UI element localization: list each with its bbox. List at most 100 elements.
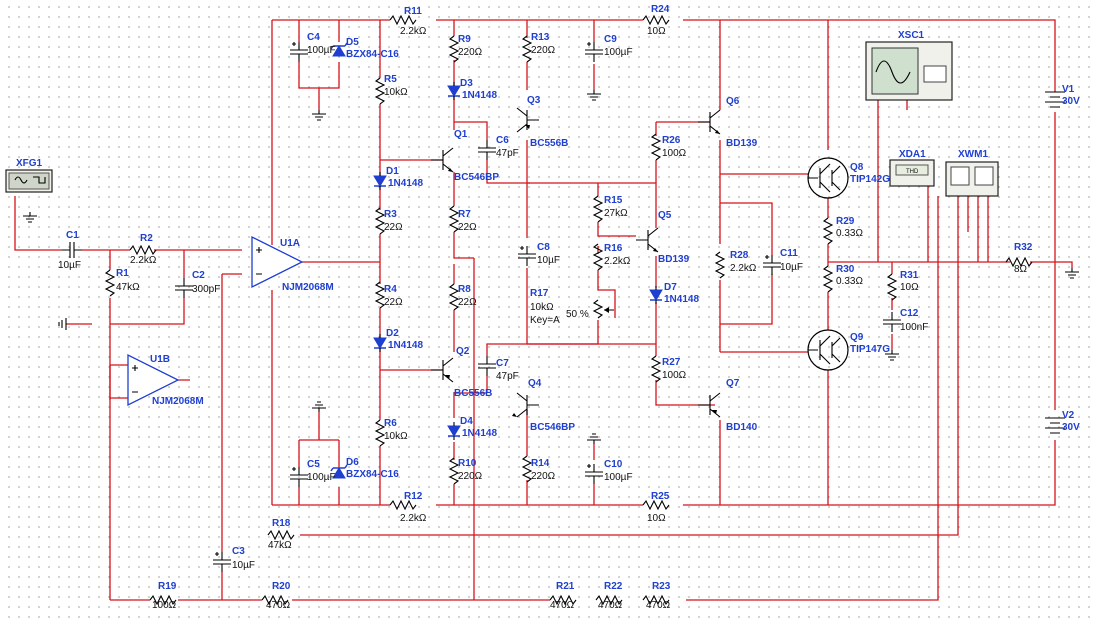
- c12-capacitor[interactable]: [883, 312, 901, 332]
- r16-ref-label: R16: [604, 243, 623, 254]
- q1-value-label: BC546BP: [454, 172, 499, 183]
- r6-resistor[interactable]: [374, 419, 386, 447]
- r24-resistor[interactable]: [642, 14, 670, 26]
- r17-value-label: 10kΩ: [530, 302, 554, 313]
- q9-darlington[interactable]: [807, 329, 849, 371]
- xfg1-function-generator[interactable]: [5, 169, 53, 193]
- c6-value-label: 47pF: [496, 148, 519, 159]
- u1a-opamp[interactable]: [251, 235, 304, 289]
- r30-resistor[interactable]: [822, 265, 834, 293]
- r25-resistor[interactable]: [642, 499, 670, 511]
- d6-ref-label: D6: [346, 457, 359, 468]
- r15-value-label: 27kΩ: [604, 208, 628, 219]
- u1b-opamp[interactable]: [127, 353, 180, 407]
- q5-value-label: BD139: [658, 254, 690, 265]
- r31-resistor[interactable]: [886, 273, 898, 301]
- c9-capacitor[interactable]: [585, 42, 603, 62]
- c3-capacitor[interactable]: [213, 552, 231, 572]
- v2-battery[interactable]: [1045, 417, 1065, 434]
- r8-resistor[interactable]: [448, 283, 460, 311]
- c10-ref-label: C10: [604, 459, 623, 470]
- r3-resistor[interactable]: [374, 207, 386, 235]
- r20-resistor[interactable]: [261, 594, 289, 606]
- r19-ref-label: R19: [158, 581, 177, 592]
- r26-resistor[interactable]: [650, 133, 662, 161]
- c12-ref-label: C12: [900, 308, 919, 319]
- u1b-ref-label: U1B: [150, 354, 170, 365]
- r28-resistor[interactable]: [714, 251, 726, 279]
- d2-diode[interactable]: [373, 334, 387, 352]
- r12-resistor[interactable]: [389, 499, 417, 511]
- xfg1-ground: [23, 212, 37, 223]
- q3-ref-label: Q3: [527, 95, 541, 106]
- xda1-distortion-analyzer[interactable]: [889, 159, 935, 187]
- r19-resistor[interactable]: [149, 594, 177, 606]
- q1-transistor[interactable]: [431, 147, 454, 173]
- q9-value-label: TIP147G: [850, 344, 890, 355]
- d1-diode[interactable]: [373, 172, 387, 190]
- r6-value-label: 10kΩ: [384, 431, 408, 442]
- c9-ref-label: C9: [604, 34, 617, 45]
- r11-resistor[interactable]: [389, 14, 417, 26]
- r17-potentiometer[interactable]: [592, 299, 614, 319]
- c5-capacitor[interactable]: [290, 467, 308, 487]
- xsc1-oscilloscope[interactable]: [865, 41, 953, 101]
- c10-capacitor[interactable]: [585, 464, 603, 484]
- c8-capacitor[interactable]: [518, 246, 536, 266]
- r23-ref-label: R23: [652, 581, 671, 592]
- r32-resistor[interactable]: [1005, 256, 1033, 268]
- c11-value-label: 10µF: [780, 262, 803, 273]
- q6-transistor[interactable]: [698, 109, 721, 135]
- r1-ref-label: R1: [116, 268, 129, 279]
- r22-resistor[interactable]: [595, 594, 623, 606]
- d3-diode[interactable]: [447, 82, 461, 100]
- r22-value-label: 470Ω: [598, 600, 623, 611]
- r16-resistor[interactable]: [592, 243, 604, 271]
- r14-resistor[interactable]: [521, 455, 533, 483]
- d7-diode[interactable]: [649, 286, 663, 304]
- q2-transistor[interactable]: [431, 357, 454, 383]
- r18-resistor[interactable]: [267, 529, 295, 541]
- r21-resistor[interactable]: [549, 594, 577, 606]
- q8-darlington[interactable]: [807, 157, 849, 199]
- r29-resistor[interactable]: [822, 217, 834, 245]
- r1-resistor[interactable]: [104, 269, 116, 297]
- r29-ref-label: R29: [836, 216, 855, 227]
- r23-resistor[interactable]: [642, 594, 670, 606]
- r5-resistor[interactable]: [374, 77, 386, 105]
- r15-resistor[interactable]: [592, 195, 604, 223]
- c6-capacitor[interactable]: [478, 140, 496, 160]
- r30-ref-label: R30: [836, 264, 855, 275]
- r4-value-label: 22Ω: [384, 297, 403, 308]
- c7-capacitor[interactable]: [478, 356, 496, 376]
- c2-capacitor[interactable]: [175, 278, 193, 298]
- r9-resistor[interactable]: [448, 35, 460, 63]
- r10-resistor[interactable]: [448, 457, 460, 485]
- v1-battery[interactable]: [1045, 91, 1065, 108]
- q7-transistor[interactable]: [698, 392, 721, 418]
- r2-resistor[interactable]: [129, 244, 157, 256]
- q3-transistor[interactable]: [516, 107, 539, 133]
- load-ground: [1065, 268, 1079, 279]
- c3-value-label: 10µF: [232, 560, 255, 571]
- c11-capacitor[interactable]: [763, 255, 781, 275]
- r27-resistor[interactable]: [650, 355, 662, 383]
- r13-resistor[interactable]: [521, 35, 533, 63]
- r5-ref-label: R5: [384, 74, 397, 85]
- r7-resistor[interactable]: [448, 205, 460, 233]
- r4-resistor[interactable]: [374, 281, 386, 309]
- d6-diode[interactable]: [330, 464, 348, 479]
- r17-key-label: Key=A: [530, 315, 560, 326]
- c1-capacitor[interactable]: [62, 242, 82, 258]
- xwm1-wattmeter[interactable]: [945, 161, 999, 197]
- d5-diode[interactable]: [330, 42, 348, 57]
- r26-value-label: 100Ω: [662, 148, 687, 159]
- d4-diode[interactable]: [447, 422, 461, 440]
- q5-transistor[interactable]: [636, 227, 659, 253]
- q4-transistor[interactable]: [512, 392, 539, 418]
- d3-ref-label: D3: [460, 78, 473, 89]
- c4-capacitor[interactable]: [290, 42, 308, 62]
- r2-ref-label: R2: [140, 233, 153, 244]
